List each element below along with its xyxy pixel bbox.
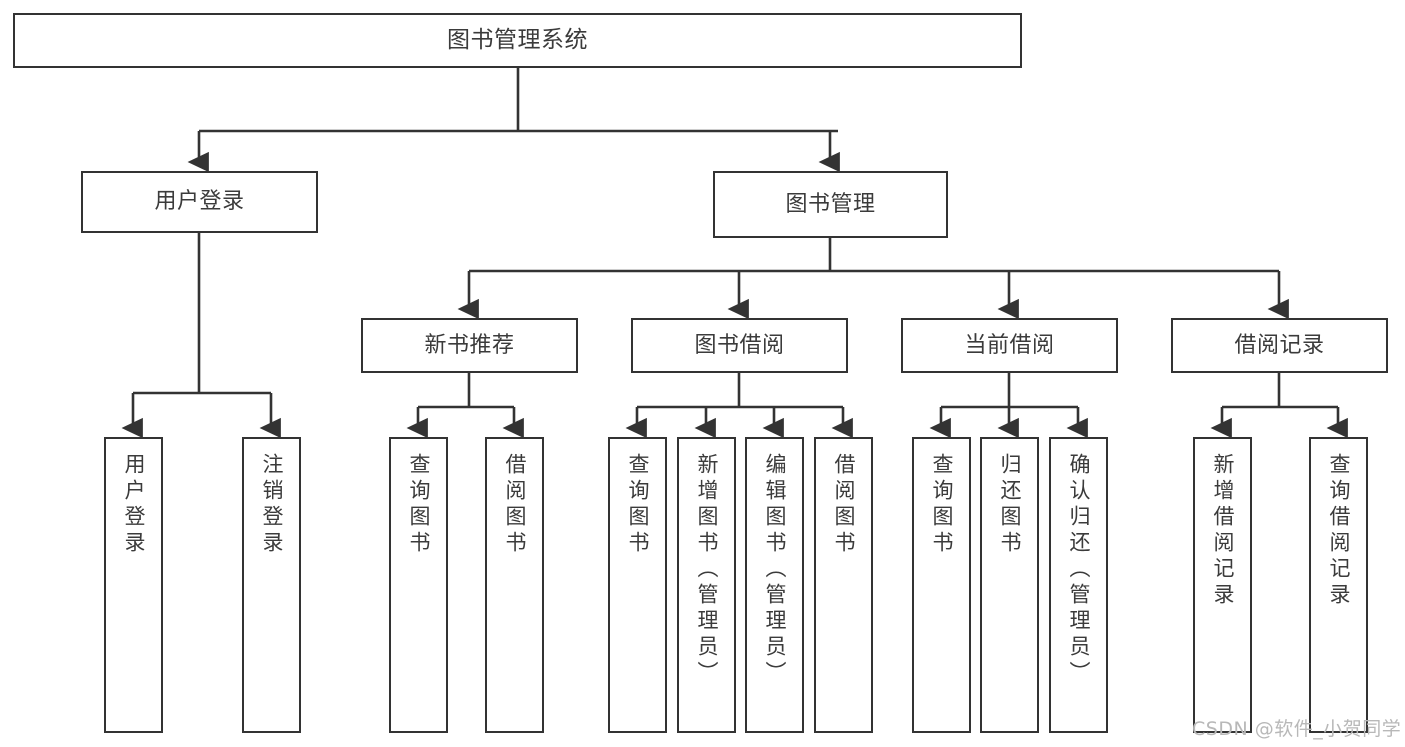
node-leaf-user-logout[interactable]: 注销登录 (242, 437, 301, 733)
node-leaf-user-login[interactable]: 用户登录 (104, 437, 163, 733)
node-borrow-record[interactable]: 借阅记录 (1171, 318, 1388, 373)
node-leaf-borrow-book-1-label: 借阅图书 (503, 453, 527, 557)
node-leaf-add-record-label: 新增借阅记录 (1211, 453, 1235, 609)
node-leaf-return-book-label: 归还图书 (998, 453, 1022, 557)
node-leaf-query-book-2[interactable]: 查询图书 (608, 437, 667, 733)
node-new-book-recommend-label: 新书推荐 (424, 332, 515, 358)
node-book-borrow[interactable]: 图书借阅 (631, 318, 848, 373)
node-leaf-add-book[interactable]: 新增图书（管理员） (677, 437, 736, 733)
node-user-login[interactable]: 用户登录 (81, 171, 318, 233)
node-leaf-query-book-1[interactable]: 查询图书 (389, 437, 448, 733)
node-leaf-edit-book[interactable]: 编辑图书（管理员） (745, 437, 804, 733)
node-leaf-query-record[interactable]: 查询借阅记录 (1309, 437, 1368, 733)
node-leaf-query-book-2-label: 查询图书 (626, 453, 650, 557)
node-new-book-recommend[interactable]: 新书推荐 (361, 318, 578, 373)
node-leaf-borrow-book-2-label: 借阅图书 (832, 453, 856, 557)
node-book-manage-label: 图书管理 (785, 191, 876, 217)
node-leaf-user-login-label: 用户登录 (122, 453, 146, 557)
node-leaf-add-record[interactable]: 新增借阅记录 (1193, 437, 1252, 733)
node-leaf-query-book-3[interactable]: 查询图书 (912, 437, 971, 733)
node-leaf-query-record-label: 查询借阅记录 (1327, 453, 1351, 609)
node-current-borrow[interactable]: 当前借阅 (901, 318, 1118, 373)
node-user-login-label: 用户登录 (154, 189, 245, 215)
node-borrow-record-label: 借阅记录 (1234, 332, 1325, 358)
node-current-borrow-label: 当前借阅 (964, 332, 1055, 358)
node-leaf-query-book-1-label: 查询图书 (407, 453, 431, 557)
node-book-manage[interactable]: 图书管理 (713, 171, 948, 238)
node-leaf-edit-book-label: 编辑图书（管理员） (763, 453, 787, 687)
node-leaf-add-book-label: 新增图书（管理员） (695, 453, 719, 687)
node-root-label: 图书管理系统 (447, 27, 588, 54)
node-root[interactable]: 图书管理系统 (13, 13, 1022, 68)
node-leaf-borrow-book-1[interactable]: 借阅图书 (485, 437, 544, 733)
node-leaf-borrow-book-2[interactable]: 借阅图书 (814, 437, 873, 733)
csdn-watermark: CSDN @软件_小贺同学 (1192, 718, 1402, 740)
node-book-borrow-label: 图书借阅 (694, 332, 785, 358)
node-leaf-confirm-return[interactable]: 确认归还（管理员） (1049, 437, 1108, 733)
node-leaf-return-book[interactable]: 归还图书 (980, 437, 1039, 733)
node-leaf-confirm-return-label: 确认归还（管理员） (1067, 453, 1091, 687)
node-leaf-query-book-3-label: 查询图书 (930, 453, 954, 557)
node-leaf-user-logout-label: 注销登录 (260, 453, 284, 557)
